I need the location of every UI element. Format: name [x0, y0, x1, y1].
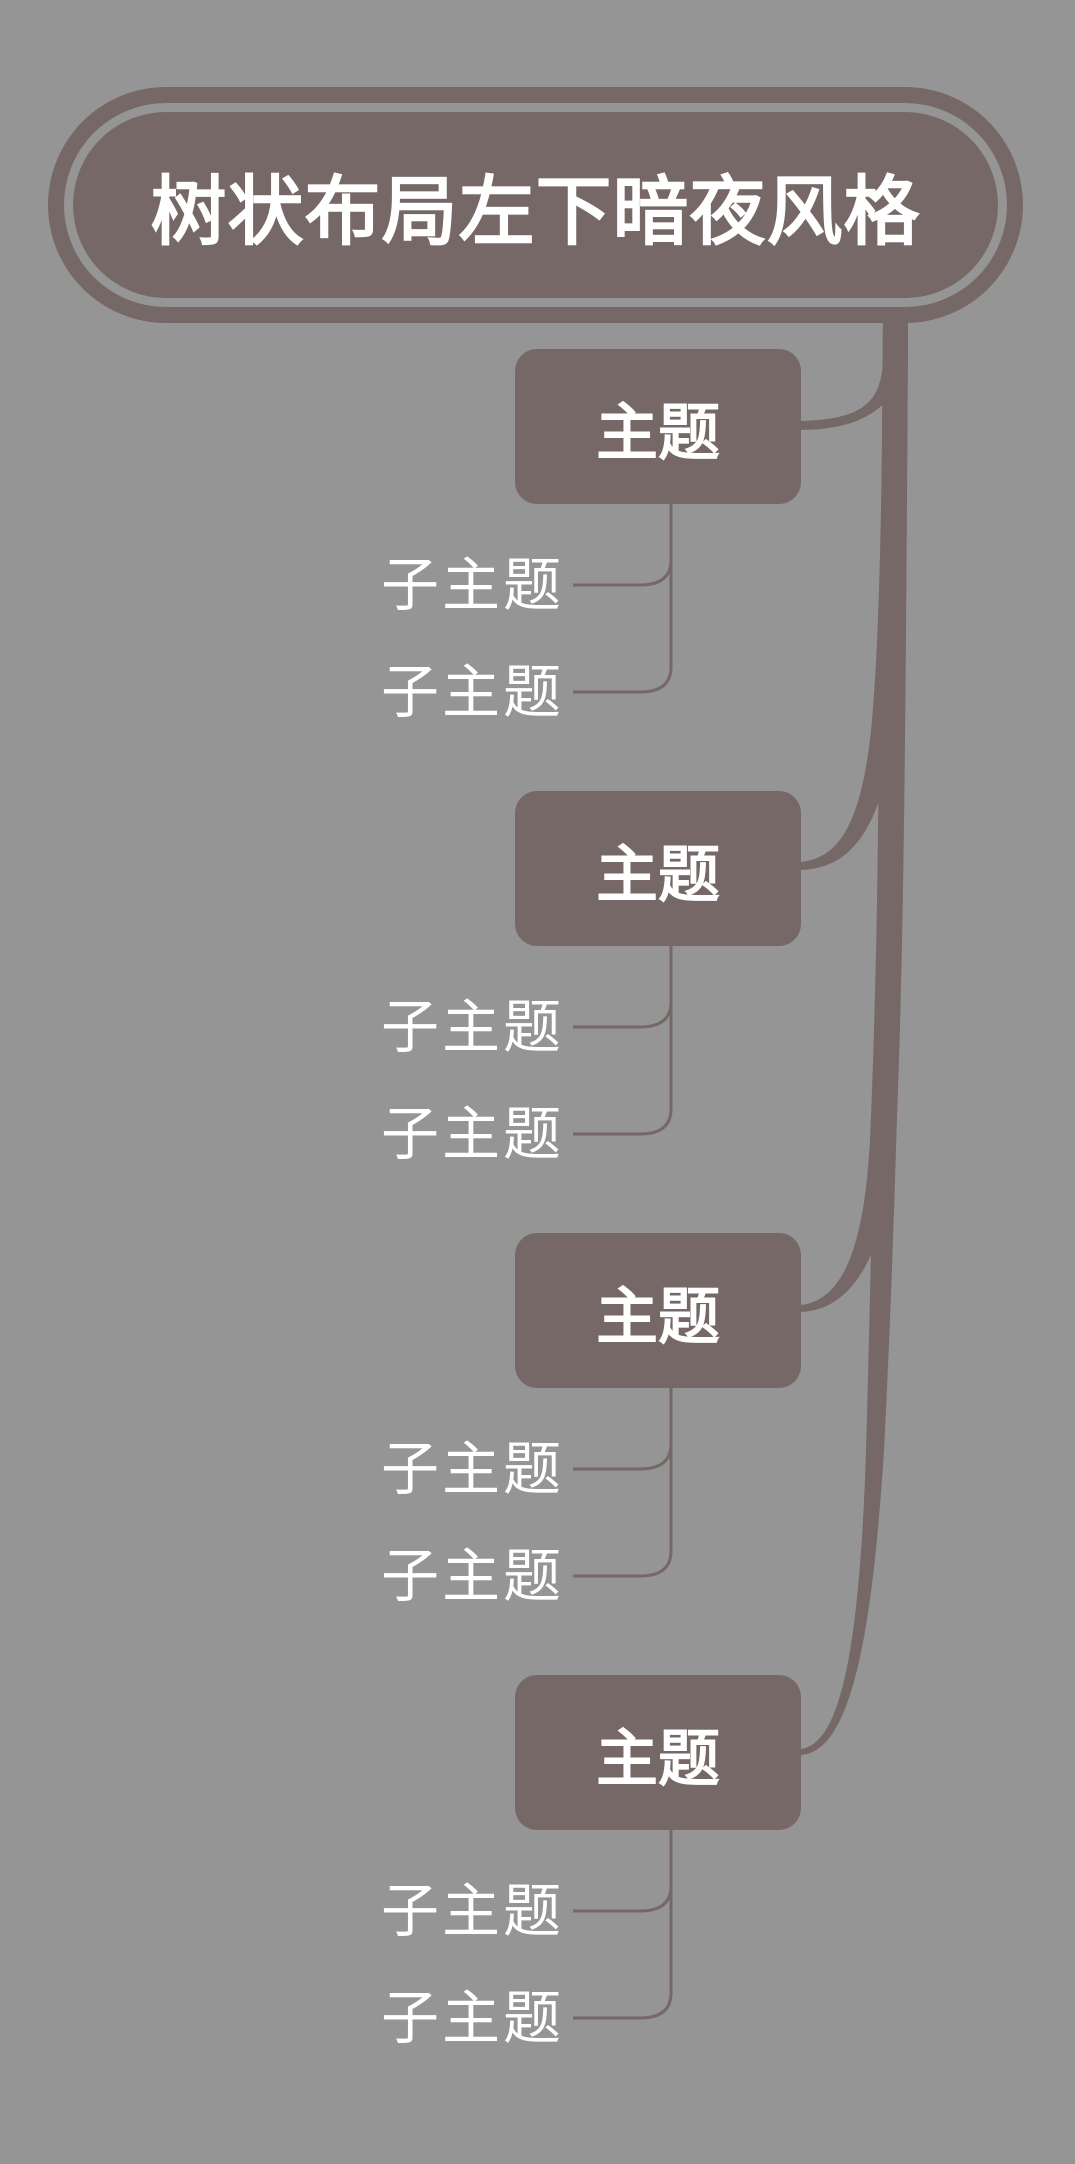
subtopic-connector [573, 1388, 673, 1578]
branch-connector-topic-3 [801, 318, 908, 1312]
subtopic-node-3-1[interactable]: 子主题 [380, 1435, 564, 1503]
topic-node-1[interactable]: 主题 [515, 349, 801, 504]
subtopic-node-4-2[interactable]: 子主题 [380, 1984, 564, 2052]
subtopic-connector [573, 946, 673, 1136]
subtopic-node-1-1[interactable]: 子主题 [380, 551, 564, 619]
root-node[interactable]: 树状布局左下暗夜风格 [48, 87, 1023, 323]
subtopic-connector [573, 1830, 673, 2020]
topic-node-3[interactable]: 主题 [515, 1233, 801, 1388]
subtopic-node-2-2[interactable]: 子主题 [380, 1100, 564, 1168]
subtopic-node-3-2[interactable]: 子主题 [380, 1542, 564, 1610]
subtopic-connector [573, 504, 673, 694]
subtopic-node-2-1[interactable]: 子主题 [380, 993, 564, 1061]
topic-node-4[interactable]: 主题 [515, 1675, 801, 1830]
subtopic-connector [573, 1830, 673, 1913]
root-node-inner-ring [64, 103, 1007, 307]
topic-node-2[interactable]: 主题 [515, 791, 801, 946]
branch-connector-topic-1 [801, 318, 908, 430]
branch-connector-topic-2 [801, 318, 908, 870]
subtopic-connector [573, 946, 673, 1029]
root-title: 树状布局左下暗夜风格 [150, 167, 921, 256]
subtopic-connector [573, 1388, 673, 1471]
subtopic-node-1-2[interactable]: 子主题 [380, 658, 564, 726]
subtopic-node-4-1[interactable]: 子主题 [380, 1877, 564, 1945]
subtopic-connector [573, 504, 673, 587]
